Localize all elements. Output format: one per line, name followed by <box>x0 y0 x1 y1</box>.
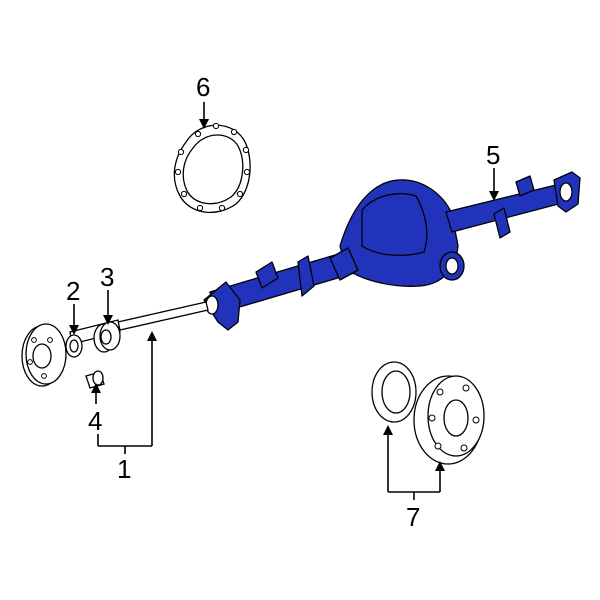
callout-4: 4 <box>88 406 102 436</box>
leader-1 <box>97 331 157 454</box>
leader-7 <box>383 425 445 500</box>
callout-3: 3 <box>100 262 114 292</box>
callout-6: 6 <box>196 72 210 102</box>
axle-housing <box>203 171 581 331</box>
callout-2: 2 <box>66 276 80 306</box>
wheel-stud <box>85 370 105 389</box>
callout-5: 5 <box>486 140 500 170</box>
shaft-flange <box>21 323 67 387</box>
retainer-ring <box>65 334 83 358</box>
cover-gasket <box>173 122 251 214</box>
axle-seal <box>371 361 417 423</box>
callout-1: 1 <box>117 454 131 484</box>
callout-7: 7 <box>406 502 420 532</box>
bearing <box>93 321 121 353</box>
axle-shaft <box>69 301 209 345</box>
hub-flange <box>413 375 485 465</box>
